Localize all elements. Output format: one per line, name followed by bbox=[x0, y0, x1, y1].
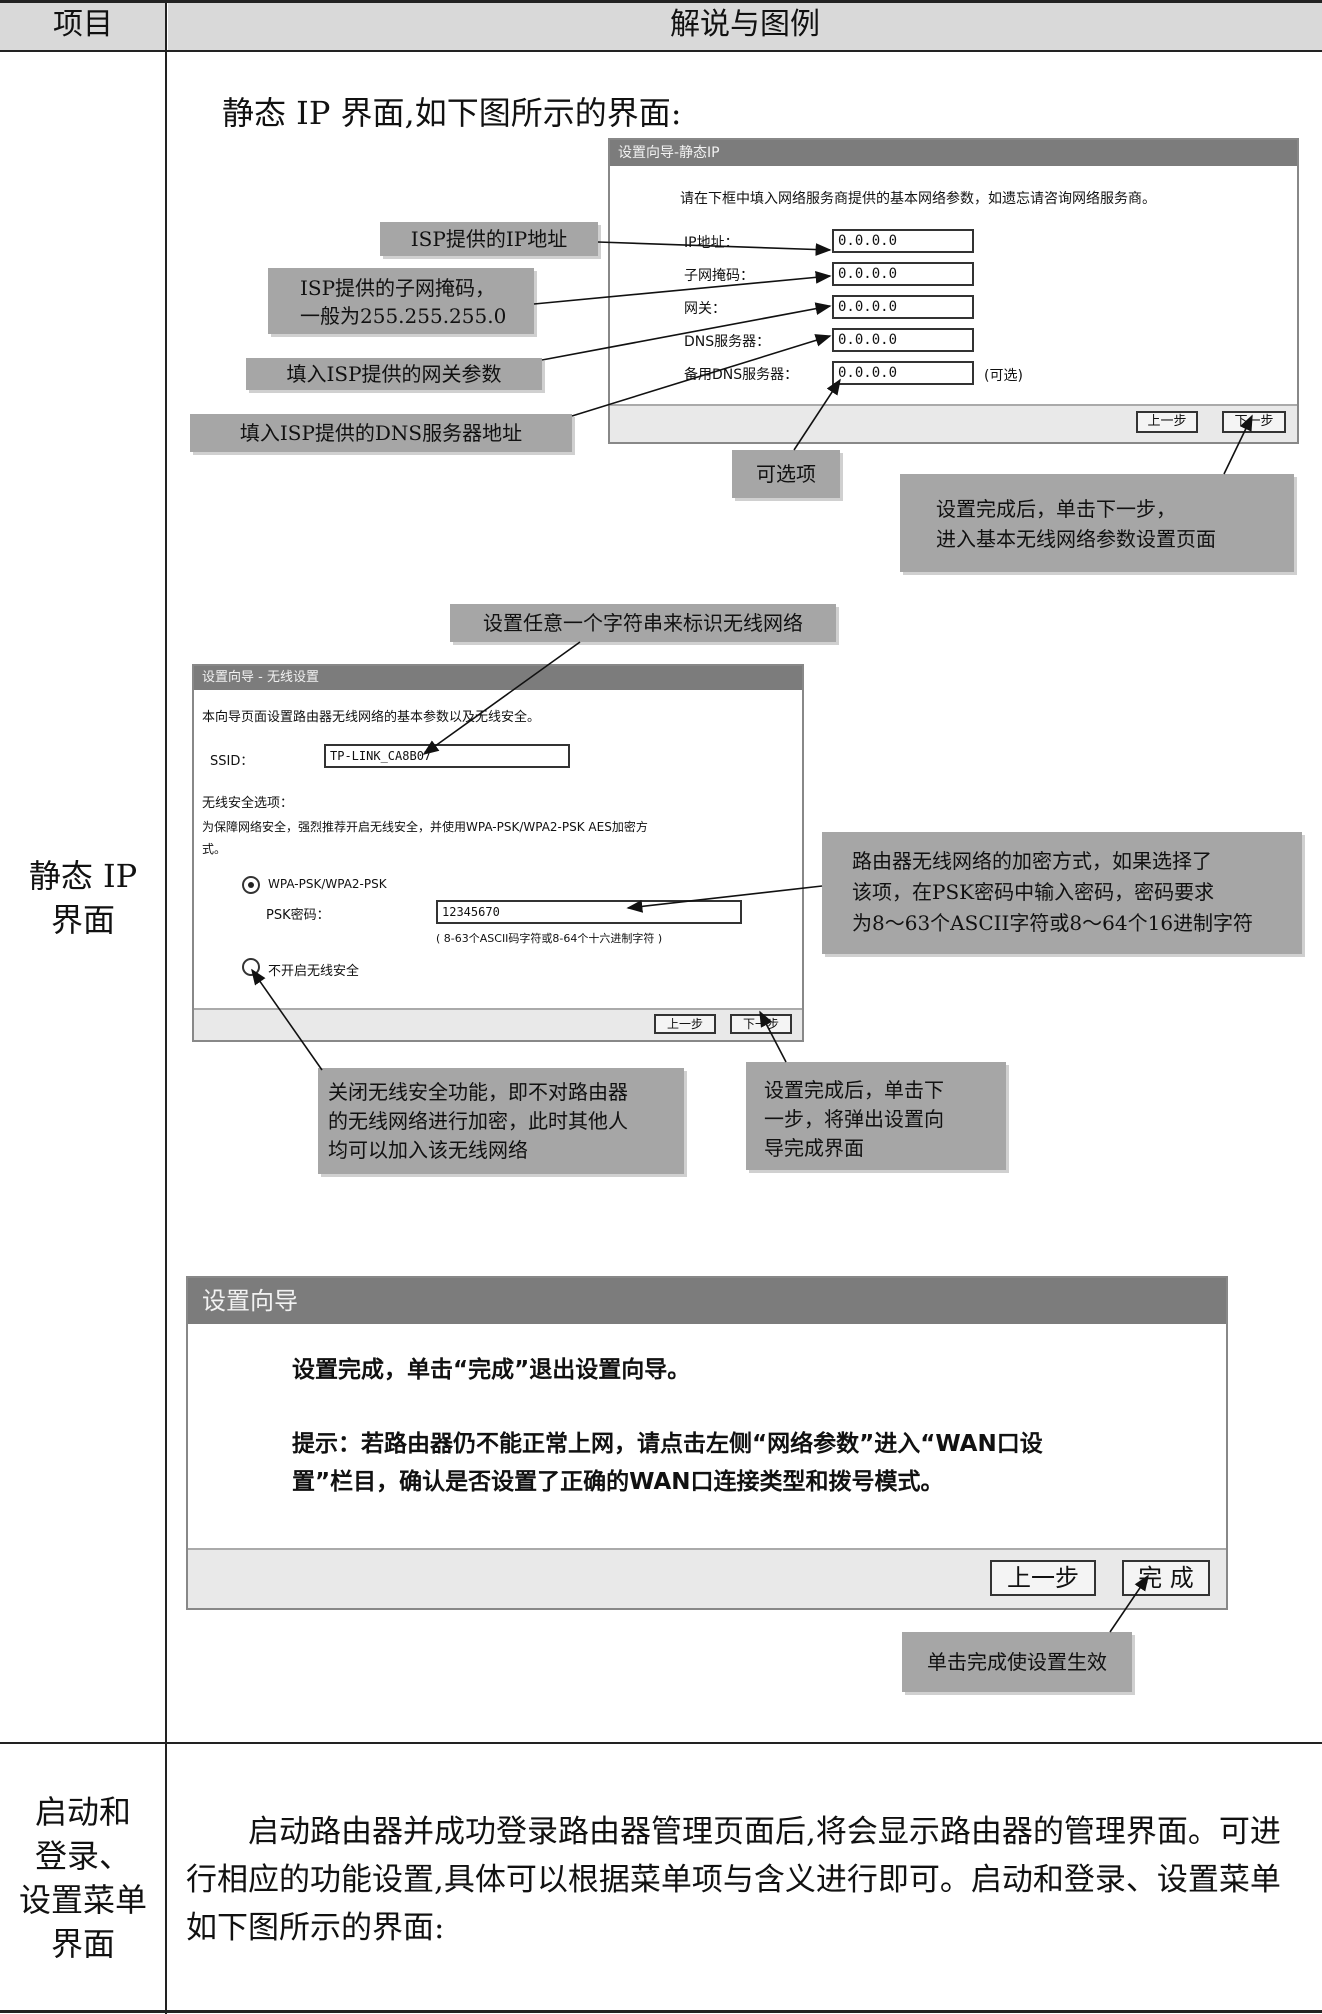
callout-arrows bbox=[251, 241, 1253, 1633]
arrow-finish bbox=[1109, 1574, 1149, 1633]
backup-dns-label: 备用DNS服务器： bbox=[684, 367, 799, 383]
backup-dns-input[interactable]: 0.0.0.0 bbox=[832, 361, 974, 385]
security-desc-1: 为保障网络安全，强烈推荐开启无线安全，并使用WPA-PSK/WPA2-PSK A… bbox=[202, 820, 648, 834]
callout-wireless-next: 设置完成后，单击下 一步，将弹出设置向 导完成界面 bbox=[746, 1062, 1006, 1170]
arrow-optional bbox=[793, 378, 841, 451]
static-ip-instruction: 请在下框中填入网络服务商提供的基本网络参数，如遗忘请咨询网络服务商。 bbox=[680, 191, 1156, 207]
row1-label-line1: 静态 IP bbox=[28, 857, 138, 895]
ip-input[interactable]: 0.0.0.0 bbox=[832, 229, 974, 253]
finish-dialog-title: 设置向导 bbox=[188, 1278, 1226, 1324]
gateway-label: 网关： bbox=[684, 301, 726, 317]
finish-tip-line2: 置”栏目，确认是否设置了正确的WAN口连接类型和拨号模式。 bbox=[292, 1469, 944, 1495]
wireless-dialog-title: 设置向导 - 无线设置 bbox=[194, 666, 802, 690]
optional-note: (可选) bbox=[984, 368, 1023, 384]
callout-disable-security: 关闭无线安全功能，即不对路由器 的无线网络进行加密，此时其他人 均可以加入该无线… bbox=[318, 1068, 684, 1174]
callout-subnet: ISP提供的子网掩码， 一般为255.255.255.0 bbox=[268, 268, 534, 334]
finish-button[interactable]: 完 成 bbox=[1122, 1560, 1210, 1596]
callout-isp-ip: ISP提供的IP地址 bbox=[380, 222, 598, 256]
header-divider bbox=[0, 50, 1322, 52]
wpa-radio[interactable] bbox=[242, 876, 260, 894]
row2-label: 启动和 登录、 设置菜单 界面 bbox=[0, 1790, 166, 1966]
disable-security-label: 不开启无线安全 bbox=[268, 964, 360, 979]
psk-input[interactable]: 12345670 bbox=[436, 900, 742, 924]
callout-ssid: 设置任意一个字符串来标识无线网络 bbox=[450, 604, 836, 642]
psk-label: PSK密码： bbox=[266, 908, 330, 923]
row2-label-line1: 启动和 bbox=[34, 1793, 131, 1831]
column-divider bbox=[165, 0, 167, 2014]
finish-footer: 上一步 完 成 bbox=[188, 1548, 1226, 1608]
subnet-input[interactable]: 0.0.0.0 bbox=[832, 262, 974, 286]
security-desc-2: 式。 bbox=[202, 842, 227, 856]
row1-label-line2: 界面 bbox=[50, 901, 115, 939]
header-description: 解说与图例 bbox=[670, 7, 820, 42]
table-top-border bbox=[0, 0, 1322, 3]
arrow-encryption bbox=[626, 885, 823, 913]
arrow-dns bbox=[571, 334, 832, 417]
row2-label-line3: 设置菜单 bbox=[18, 1881, 147, 1919]
finish-dialog: 设置向导 设置完成，单击“完成”退出设置向导。 提示：若路由器仍不能正常上网，请… bbox=[186, 1276, 1228, 1610]
header-item-cell: 项目 bbox=[0, 0, 166, 50]
ssid-label: SSID： bbox=[210, 754, 254, 769]
wpa-option-label: WPA-PSK/WPA2-PSK bbox=[268, 877, 387, 891]
header-item: 项目 bbox=[53, 7, 113, 42]
subnet-label: 子网掩码： bbox=[684, 268, 754, 284]
callout-static-next: 设置完成后，单击下一步， 进入基本无线网络参数设置页面 bbox=[900, 474, 1294, 572]
arrow-subnet bbox=[533, 270, 832, 305]
wireless-intro: 本向导页面设置路由器无线网络的基本参数以及无线安全。 bbox=[202, 710, 541, 725]
callout-gateway: 填入ISP提供的网关参数 bbox=[246, 358, 542, 390]
static-ip-dialog-title: 设置向导-静态IP bbox=[610, 140, 1297, 166]
ssid-input[interactable]: TP-LINK_CA8B07 bbox=[324, 744, 570, 768]
callout-dns: 填入ISP提供的DNS服务器地址 bbox=[190, 414, 572, 452]
arrow-ssid bbox=[422, 641, 581, 755]
psk-hint: ( 8-63个ASCII码字符或8-64个十六进制字符 ) bbox=[436, 932, 663, 945]
finish-tip-line1: 提示：若路由器仍不能正常上网，请点击左侧“网络参数”进入“WAN口设 bbox=[292, 1431, 1043, 1457]
callout-encryption: 路由器无线网络的加密方式，如果选择了 该项，在PSK密码中输入密码，密码要求 为… bbox=[822, 832, 1302, 954]
wireless-dialog: 设置向导 - 无线设置 本向导页面设置路由器无线网络的基本参数以及无线安全。 S… bbox=[192, 664, 804, 1042]
prev-button[interactable]: 上一步 bbox=[1136, 411, 1198, 433]
static-ip-dialog: 设置向导-静态IP 请在下框中填入网络服务商提供的基本网络参数，如遗忘请咨询网络… bbox=[608, 138, 1299, 444]
row2-description: 启动路由器并成功登录路由器管理页面后,将会显示路由器的管理界面。可进行相应的功能… bbox=[186, 1814, 1281, 1946]
callout-finish: 单击完成使设置生效 bbox=[902, 1632, 1132, 1692]
wireless-prev-button[interactable]: 上一步 bbox=[654, 1014, 716, 1034]
finish-prev-button[interactable]: 上一步 bbox=[990, 1560, 1096, 1596]
row1-intro: 静态 IP 界面,如下图所示的界面: bbox=[222, 94, 682, 132]
security-heading: 无线安全选项： bbox=[202, 796, 294, 811]
finish-message: 设置完成，单击“完成”退出设置向导。 bbox=[292, 1357, 691, 1383]
table-bottom-border bbox=[0, 2010, 1322, 2013]
row2-label-line2: 登录、 bbox=[34, 1837, 131, 1875]
callout-optional: 可选项 bbox=[732, 450, 840, 498]
row-divider bbox=[0, 1742, 1322, 1744]
dns-input[interactable]: 0.0.0.0 bbox=[832, 328, 974, 352]
gateway-input[interactable]: 0.0.0.0 bbox=[832, 295, 974, 319]
row1-label: 静态 IP 界面 bbox=[0, 854, 166, 942]
arrow-gateway bbox=[541, 302, 832, 361]
row2-label-line4: 界面 bbox=[50, 1925, 115, 1963]
arrow-wireless-next bbox=[759, 1010, 787, 1063]
arrow-static-next bbox=[1223, 414, 1253, 475]
arrow-ip bbox=[597, 241, 832, 256]
dns-label: DNS服务器： bbox=[684, 334, 771, 350]
arrow-disable-security bbox=[251, 968, 323, 1071]
header-desc-cell: 解说与图例 bbox=[168, 0, 1322, 50]
